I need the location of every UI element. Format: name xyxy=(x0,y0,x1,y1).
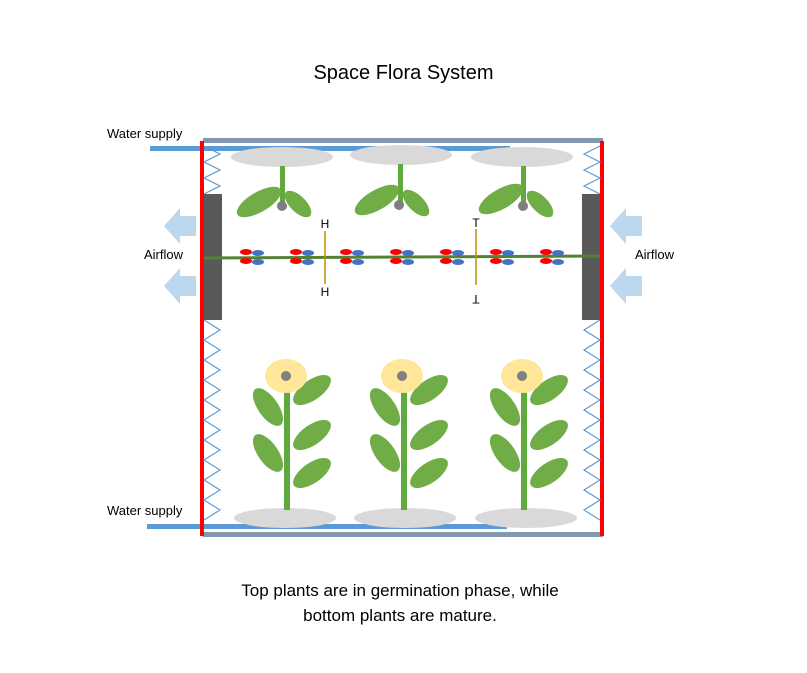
led-cluster-1 xyxy=(240,249,264,265)
tray-top-2 xyxy=(350,145,452,165)
led-cluster-2 xyxy=(290,249,314,265)
seedling-2 xyxy=(354,164,430,217)
led-cluster-7 xyxy=(540,249,564,265)
tray-bottom-2 xyxy=(354,508,456,528)
sensor-right-top-label: T xyxy=(472,216,480,230)
caption-line-2: bottom plants are mature. xyxy=(303,606,497,625)
caption: Top plants are in germination phase, whi… xyxy=(200,578,600,628)
seedling-1 xyxy=(236,166,312,218)
water-supply-bottom-label: Water supply xyxy=(107,503,183,518)
led-cluster-3 xyxy=(340,249,364,265)
water-supply-top-label: Water supply xyxy=(107,126,183,141)
sensor-left-bottom-label: H xyxy=(321,285,330,299)
frame-top xyxy=(203,138,603,143)
spring-right-top xyxy=(582,145,602,195)
sensor-left-top-label: H xyxy=(321,217,330,231)
spring-left-bottom xyxy=(202,319,222,521)
mature-plant-2 xyxy=(369,359,448,510)
water-pipe-top xyxy=(150,146,510,151)
frame-bottom xyxy=(203,532,603,537)
tray-bottom-1 xyxy=(234,508,336,528)
sensor-right-bottom-label: T xyxy=(472,292,480,306)
tray-top-3 xyxy=(471,147,573,167)
spring-right-bottom xyxy=(582,319,602,521)
led-cluster-6 xyxy=(490,249,514,265)
tray-bottom-3 xyxy=(475,508,577,528)
led-cluster-4 xyxy=(390,249,414,265)
airflow-arrow-left-bottom xyxy=(164,268,196,304)
led-cluster-5 xyxy=(440,249,464,265)
caption-line-1: Top plants are in germination phase, whi… xyxy=(241,581,559,600)
spring-left-top xyxy=(202,145,222,195)
airflow-arrow-left-top xyxy=(164,208,196,244)
water-pipe-bottom xyxy=(147,524,507,529)
wall-right xyxy=(600,141,604,536)
mature-plant-1 xyxy=(252,359,331,510)
airflow-arrow-right-top xyxy=(610,208,642,244)
airflow-arrow-right-bottom xyxy=(610,268,642,304)
mature-plant-3 xyxy=(489,359,568,510)
airflow-right-label: Airflow xyxy=(635,247,675,262)
seedling-3 xyxy=(478,166,554,218)
diagram-title: Space Flora System xyxy=(313,62,494,84)
airflow-left-label: Airflow xyxy=(144,247,184,262)
led-bar xyxy=(203,254,601,260)
tray-top-1 xyxy=(231,147,333,167)
wall-left xyxy=(200,141,204,536)
